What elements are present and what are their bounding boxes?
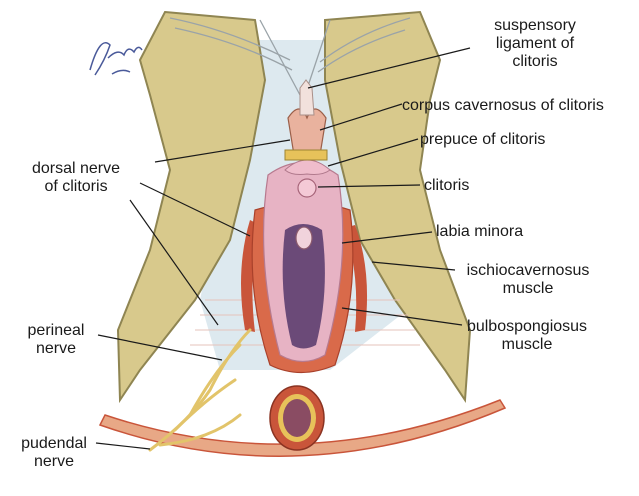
label-ischio-line2: muscle [458,280,598,298]
clitoral-body-band [285,150,327,160]
label-corpus-cavernosus: corpus cavernosus of clitoris [402,97,604,115]
label-perineal-line2: nerve [16,340,96,358]
label-prepuce: prepuce of clitoris [420,131,545,149]
label-dorsal-nerve: dorsal nerve of clitoris [16,160,136,196]
label-bulbo-line1: bulbospongiosus [462,318,592,336]
label-suspensory-line2: ligament of [470,35,600,53]
label-suspensory-ligament: suspensory ligament of clitoris [470,17,600,71]
label-pudendal-line1: pudendal [12,435,96,453]
urethral-opening [296,227,312,249]
artist-signature [90,43,142,75]
label-suspensory-line3: clitoris [470,53,600,71]
label-pudendal-nerve: pudendal nerve [12,435,96,471]
label-ischiocavernosus: ischiocavernosus muscle [458,262,598,298]
label-suspensory-line1: suspensory [470,17,600,35]
label-perineal-line1: perineal [16,322,96,340]
clitoris-glans [298,179,316,197]
label-ischio-line1: ischiocavernosus [458,262,598,280]
label-dorsal-line1: dorsal nerve [16,160,136,178]
label-clitoris: clitoris [424,177,469,195]
label-bulbospongiosus: bulbospongiosus muscle [462,318,592,354]
label-bulbo-line2: muscle [462,336,592,354]
label-dorsal-line2: of clitoris [16,178,136,196]
label-labia-minora: labia minora [436,223,523,241]
label-pudendal-line2: nerve [12,453,96,471]
label-perineal-nerve: perineal nerve [16,322,96,358]
anal-opening [283,399,311,437]
